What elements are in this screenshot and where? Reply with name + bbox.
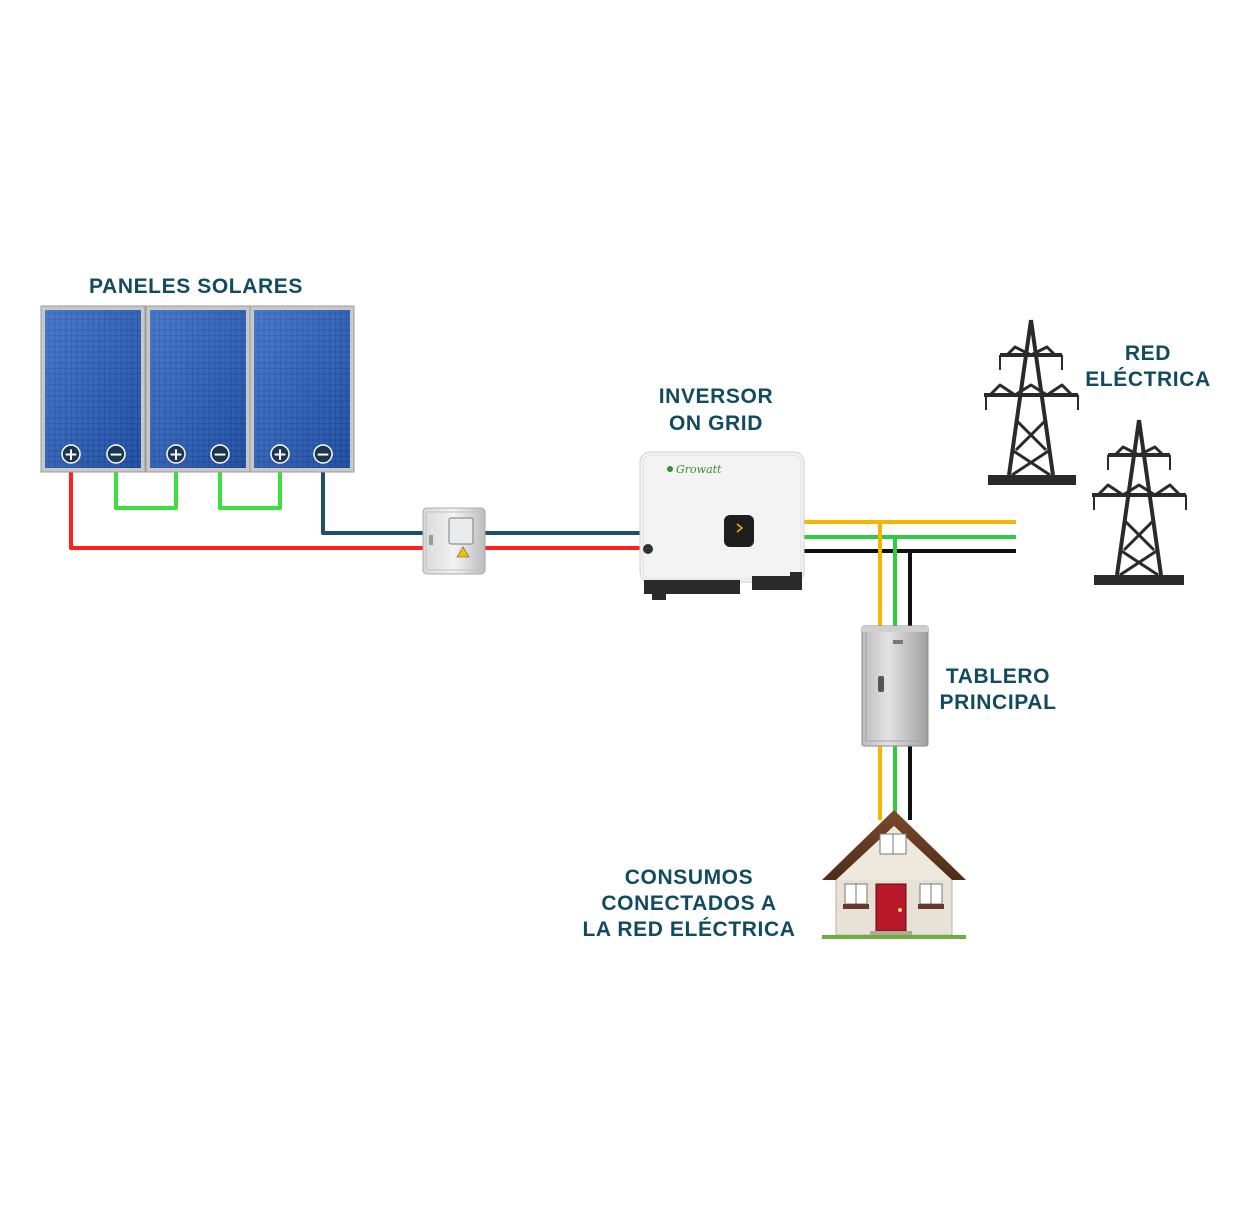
solar-panel-array: + − + − + − [40, 305, 355, 473]
solar-panel-icon: + − [40, 305, 146, 473]
terminal-positive [270, 444, 290, 464]
terminal-positive [61, 444, 81, 464]
label-grid-line1: RED [1125, 342, 1171, 365]
terminal-negative-label: − [316, 445, 330, 465]
solar-panel-icon: + − [249, 305, 355, 473]
label-board-line2: PRINCIPAL [939, 691, 1056, 714]
wire-series-1 [114, 470, 178, 510]
transmission-tower-icon [984, 319, 1079, 485]
label-inverter-line1: INVERSOR [659, 385, 774, 408]
terminal-negative [106, 444, 126, 464]
inverter-icon: Growatt [639, 451, 805, 600]
terminal-positive-label: + [169, 445, 183, 465]
wire-negative [321, 470, 640, 535]
label-inverter-line2: ON GRID [669, 412, 763, 435]
label-board-line1: TABLERO [946, 665, 1050, 688]
solar-panel-icon: + − [145, 305, 251, 473]
wire-series-2 [218, 470, 282, 510]
terminal-negative [313, 444, 333, 464]
terminal-positive-label: + [64, 445, 78, 465]
transmission-tower-icon [1092, 419, 1187, 585]
terminal-positive-label: + [273, 445, 287, 465]
label-loads-line3: LA RED ELÉCTRICA [583, 918, 796, 941]
label-loads-line2: CONECTADOS A [601, 892, 776, 915]
terminal-positive [166, 444, 186, 464]
label-grid-line2: ELÉCTRICA [1085, 368, 1211, 391]
combiner-box-icon [422, 507, 486, 575]
inverter-brand: Growatt [676, 463, 722, 476]
label-solar-panels: PANELES SOLARES [89, 275, 303, 298]
dc-wiring [69, 470, 640, 550]
label-loads-line1: CONSUMOS [625, 866, 753, 889]
terminal-negative-label: − [109, 445, 123, 465]
terminal-negative-label: − [213, 445, 227, 465]
house-icon [822, 810, 966, 939]
electrical-cabinet-icon [861, 625, 929, 747]
terminal-negative [210, 444, 230, 464]
